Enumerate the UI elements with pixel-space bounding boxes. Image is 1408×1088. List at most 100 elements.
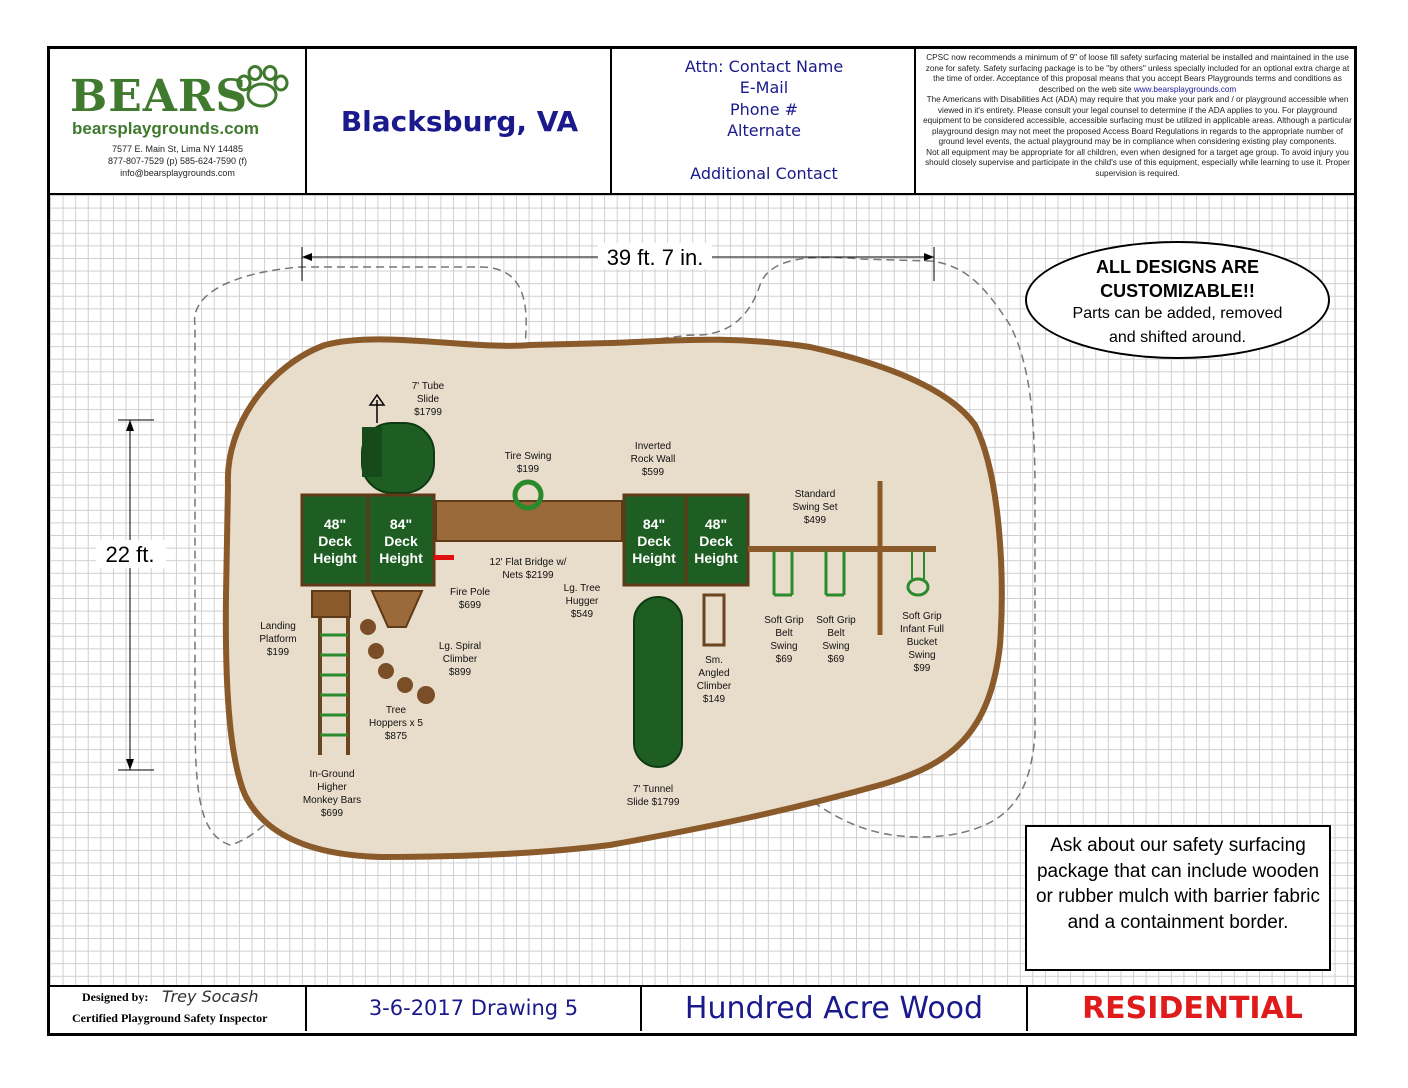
svg-text:7' Tunnel: 7' Tunnel	[633, 784, 673, 795]
svg-text:Belt: Belt	[827, 628, 844, 639]
tree-hoppers	[360, 619, 435, 704]
label-angled-climber: Sm. Angled Climber $149	[697, 655, 732, 705]
date-drawing: 3-6-2017 Drawing 5	[368, 996, 579, 1020]
svg-text:Swing: Swing	[770, 641, 797, 652]
deck-3-word: Deck	[637, 533, 671, 549]
contact-attn: Attn: Contact Name	[684, 57, 844, 76]
deck-2-height: Height	[379, 550, 423, 566]
surfacing-notice: CPSC now recommends a minimum of 9" of l…	[925, 53, 1350, 94]
label-fire-pole: Fire Pole $699	[450, 587, 490, 611]
label-infant-swing: Soft Grip Infant Full Bucket Swing $99	[900, 611, 944, 674]
phone-text: 877-807-7529 (p) 585-624-7590 (f)	[107, 156, 248, 166]
svg-text:Belt: Belt	[775, 628, 792, 639]
svg-text:Soft Grip: Soft Grip	[816, 615, 856, 626]
svg-text:$599: $599	[642, 467, 665, 478]
callout-title-line-2: CUSTOMIZABLE!!	[1100, 281, 1255, 301]
tunnel-slide	[633, 596, 683, 768]
svg-text:$1799: $1799	[414, 407, 442, 418]
label-belt-swing-1: Soft Grip Belt Swing $69	[764, 615, 804, 665]
brand-logo-text: BEARS	[70, 71, 249, 122]
label-tree-hugger: Lg. Tree Hugger $549	[564, 583, 601, 620]
svg-text:$699: $699	[459, 600, 482, 611]
drawing-frame: BEARS bearsplaygrounds.com 7577 E. Main …	[47, 46, 1357, 1036]
deck-4-size: 48"	[705, 516, 727, 532]
safety-notice-cell: CPSC now recommends a minimum of 9" of l…	[914, 49, 1357, 193]
safety-notice: CPSC now recommends a minimum of 9" of l…	[922, 53, 1353, 179]
label-tire-swing: Tire Swing $199	[505, 451, 552, 475]
svg-text:7' Tube: 7' Tube	[412, 381, 445, 392]
playground-plan: 39 ft. 7 in. 22 ft.	[96, 243, 1036, 861]
svg-text:Platform: Platform	[259, 634, 296, 645]
svg-text:Slide: Slide	[417, 394, 440, 405]
customizable-callout: ALL DESIGNS ARE CUSTOMIZABLE!! Parts can…	[1025, 241, 1330, 359]
contact-phone: Phone #	[729, 100, 799, 119]
width-dimension: 39 ft. 7 in.	[301, 243, 935, 281]
date-cell: 3-6-2017 Drawing 5	[305, 987, 640, 1031]
monkey-bars	[318, 617, 350, 755]
tire-swing	[512, 479, 544, 511]
fire-pole	[434, 555, 454, 560]
depth-dimension: 22 ft.	[96, 419, 166, 771]
svg-text:Swing: Swing	[908, 650, 935, 661]
design-name: Hundred Acre Wood	[684, 991, 984, 1026]
label-spiral-climber: Lg. Spiral Climber $899	[439, 641, 481, 678]
design-name-cell: Hundred Acre Wood	[640, 987, 1026, 1031]
deck-4-word: Deck	[699, 533, 733, 549]
surfacing-callout: Ask about our safety surfacing package t…	[1025, 825, 1331, 971]
svg-text:Hugger: Hugger	[566, 596, 599, 607]
callout-body-line-1: Parts can be added, removed	[1072, 305, 1283, 322]
label-tree-hoppers: Tree Hoppers x 5 $875	[369, 705, 423, 742]
deck-1-size: 48"	[324, 516, 346, 532]
deck-1-word: Deck	[318, 533, 352, 549]
supervision-notice: Not all equipment may be appropriate for…	[925, 147, 1350, 178]
svg-text:Standard: Standard	[795, 489, 836, 500]
svg-text:Rock Wall: Rock Wall	[631, 454, 676, 465]
svg-text:Climber: Climber	[697, 681, 732, 692]
svg-text:$199: $199	[517, 464, 540, 475]
svg-text:$99: $99	[914, 663, 931, 674]
ada-notice: The Americans with Disabilities Act (ADA…	[923, 95, 1352, 146]
svg-text:Tree: Tree	[386, 705, 407, 716]
deck-4-height: Height	[694, 550, 738, 566]
svg-text:Tire Swing: Tire Swing	[505, 451, 552, 462]
designer-cell: Designed by: Trey Socash Certified Playg…	[50, 987, 305, 1031]
notice-website-link[interactable]: www.bearsplaygrounds.com	[1133, 84, 1237, 94]
svg-text:Sm.: Sm.	[705, 655, 723, 666]
svg-text:Infant Full: Infant Full	[900, 624, 944, 635]
tube-slide	[361, 393, 435, 494]
category-label: RESIDENTIAL	[1082, 991, 1303, 1026]
svg-text:Angled: Angled	[698, 668, 729, 679]
svg-text:$149: $149	[703, 694, 726, 705]
svg-text:Landing: Landing	[260, 621, 296, 632]
svg-text:Lg. Tree: Lg. Tree	[564, 583, 601, 594]
paw-print-icon	[236, 65, 289, 108]
use-zone-outline	[193, 256, 1036, 846]
address-text: 7577 E. Main St, Lima NY 14485	[112, 144, 243, 154]
deck-3-size: 84"	[643, 516, 665, 532]
contact-alternate: Alternate	[727, 121, 801, 140]
svg-text:Swing: Swing	[822, 641, 849, 652]
timber-border	[222, 336, 1005, 861]
svg-text:Slide $1799: Slide $1799	[627, 797, 680, 808]
title-block-header: BEARS bearsplaygrounds.com 7577 E. Main …	[50, 49, 1354, 195]
deck-3-height: Height	[632, 550, 676, 566]
svg-text:Climber: Climber	[443, 654, 478, 665]
label-landing-platform: Landing Platform $199	[259, 621, 296, 658]
svg-text:$499: $499	[804, 515, 827, 526]
deck-2-word: Deck	[384, 533, 418, 549]
svg-text:Soft Grip: Soft Grip	[902, 611, 942, 622]
label-belt-swing-2: Soft Grip Belt Swing $69	[816, 615, 856, 665]
svg-text:$549: $549	[571, 609, 594, 620]
svg-text:$69: $69	[828, 654, 845, 665]
svg-text:Swing Set: Swing Set	[792, 502, 837, 513]
label-tunnel-slide: 7' Tunnel Slide $1799	[627, 784, 680, 808]
svg-text:$899: $899	[449, 667, 472, 678]
city-title: Blacksburg, VA	[340, 105, 579, 138]
angled-climber	[702, 593, 726, 647]
label-rock-wall: Inverted Rock Wall $599	[631, 441, 676, 478]
callout-body-line-2: and shifted around.	[1109, 329, 1246, 346]
spiral-climber	[370, 590, 424, 628]
svg-text:Soft Grip: Soft Grip	[764, 615, 804, 626]
category-cell: RESIDENTIAL	[1026, 987, 1357, 1031]
logo-cell: BEARS bearsplaygrounds.com 7577 E. Main …	[50, 49, 305, 193]
